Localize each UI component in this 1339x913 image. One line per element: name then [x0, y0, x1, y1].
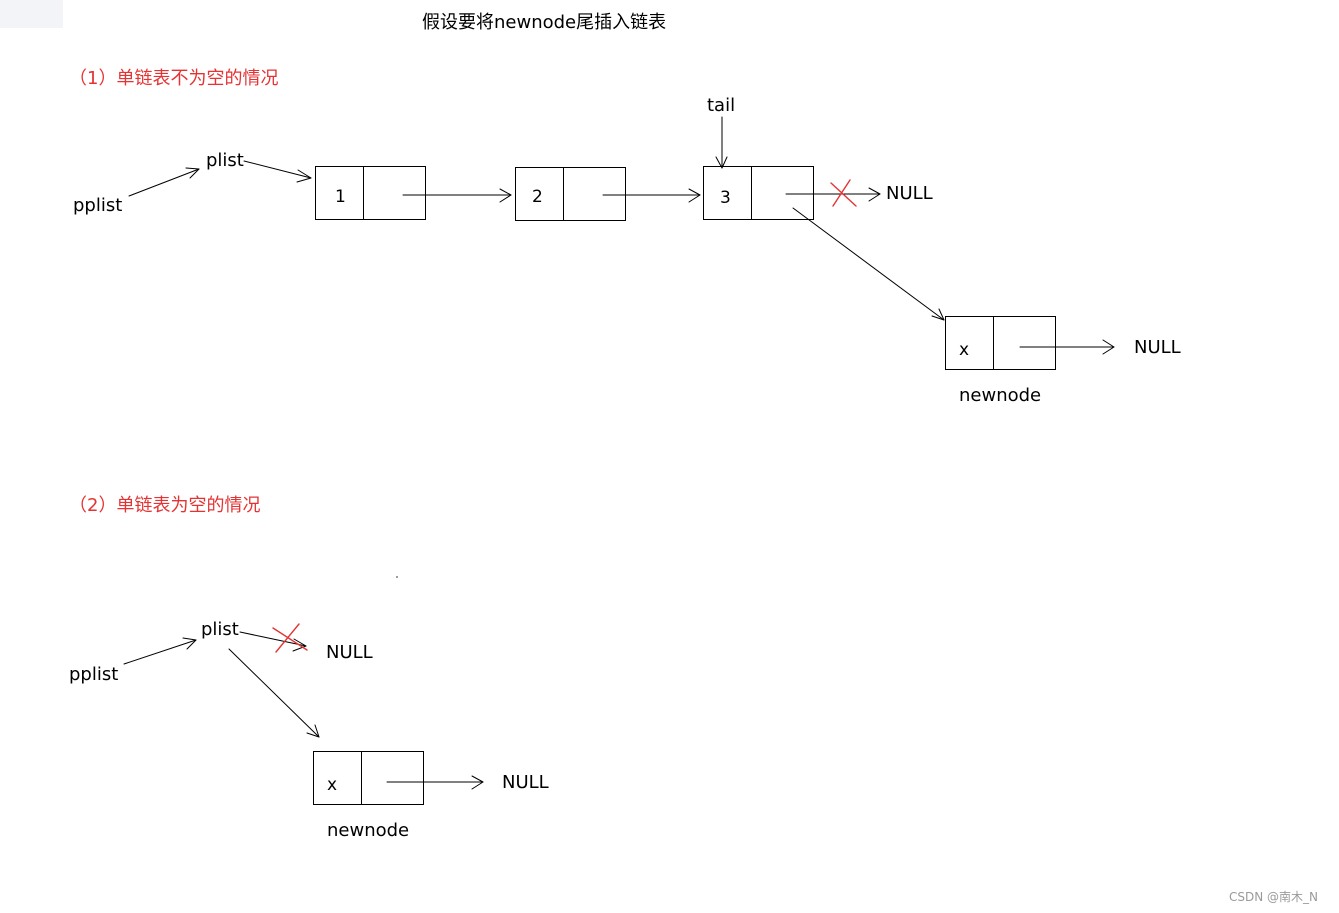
node-1-value: 1: [335, 187, 346, 207]
new-node-label: newnode: [959, 385, 1042, 406]
plist-label: plist: [201, 619, 239, 640]
tail-label: tail: [707, 95, 736, 116]
stray-dot: [396, 576, 398, 578]
cross-mark-icon: [272, 623, 308, 653]
new-node-null-label: NULL: [1134, 337, 1181, 358]
plist-label: plist: [206, 150, 244, 171]
arrow-plist-to-node-1: [243, 160, 312, 183]
arrow-pplist-to-plist-2: [123, 637, 197, 665]
arrow-new-node-to-null-2: [386, 775, 484, 790]
arrow-node-3-to-null: [785, 187, 881, 202]
new-node: x: [313, 751, 424, 805]
null-label: NULL: [326, 642, 373, 663]
diagram-title: 假设要将newnode尾插入链表: [422, 12, 667, 33]
new-node-value: x: [327, 775, 338, 795]
arrow-new-node-to-null: [1019, 339, 1115, 355]
arrow-node-1-to-node-2: [402, 188, 512, 203]
list-node-1: 1: [315, 166, 426, 220]
arrow-tail-to-node-3: [715, 116, 728, 169]
arrow-node-3-to-new-node: [792, 207, 945, 321]
list-node-2: 2: [515, 167, 626, 221]
arrow-plist-to-new-node-2: [228, 648, 320, 738]
section-2-heading: （2）单链表为空的情况: [69, 495, 261, 516]
new-node-value: x: [959, 340, 970, 360]
arrow-pplist-to-plist: [128, 167, 200, 197]
corner-block: [0, 0, 63, 28]
new-node: x: [945, 316, 1056, 370]
list-node-3: 3: [703, 166, 814, 220]
pplist-label: pplist: [69, 664, 119, 685]
arrow-node-2-to-node-3: [602, 188, 701, 203]
pplist-label: pplist: [73, 195, 123, 216]
new-node-label: newnode: [327, 820, 410, 841]
node-2-value: 2: [532, 187, 543, 207]
section-1-heading: （1）单链表不为空的情况: [69, 68, 279, 89]
node-3-value: 3: [720, 188, 731, 208]
watermark: CSDN @南木_N: [1229, 890, 1319, 904]
new-node-null-label: NULL: [502, 772, 549, 793]
null-label: NULL: [886, 183, 933, 204]
arrow-plist-to-null-2: [239, 631, 307, 652]
cross-mark-icon: [830, 179, 857, 207]
